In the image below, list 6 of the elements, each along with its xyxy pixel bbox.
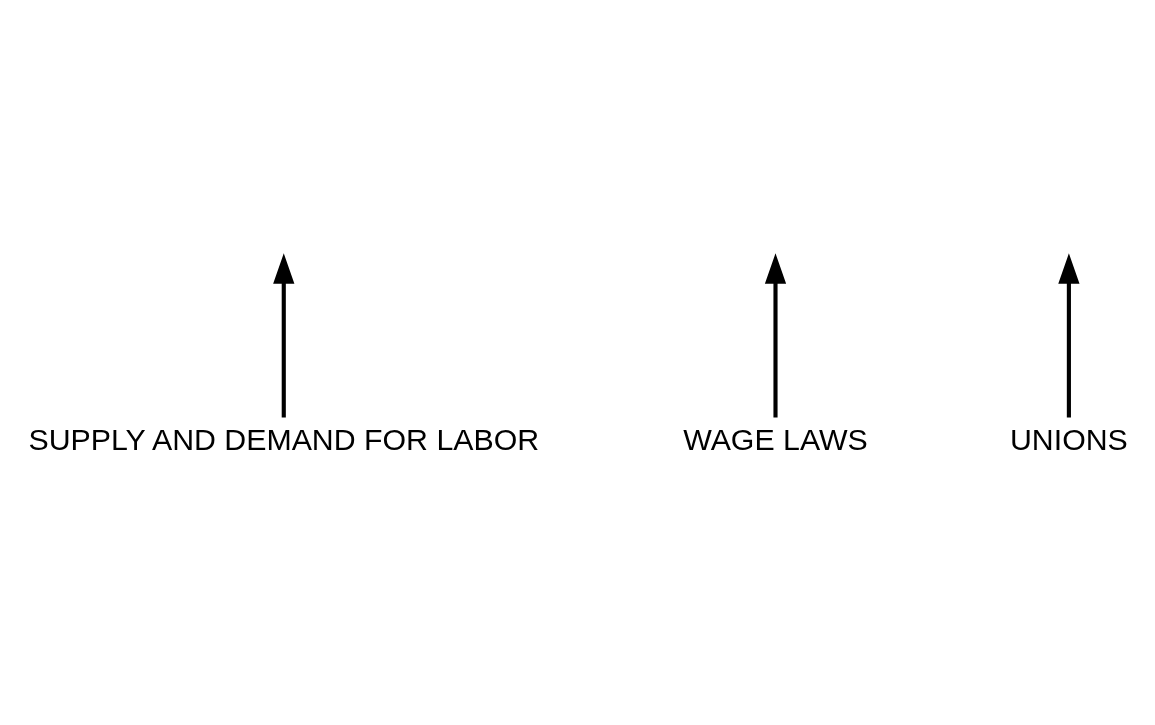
node-text: SUPPLY AND DEMAND FOR LABOR: [28, 422, 540, 456]
arrow: [273, 252, 295, 418]
node-text: WAGE LAWS: [683, 422, 868, 456]
arrow: [1058, 252, 1080, 418]
node-text: UNIONS: [1009, 422, 1128, 456]
arrow: [764, 252, 787, 418]
